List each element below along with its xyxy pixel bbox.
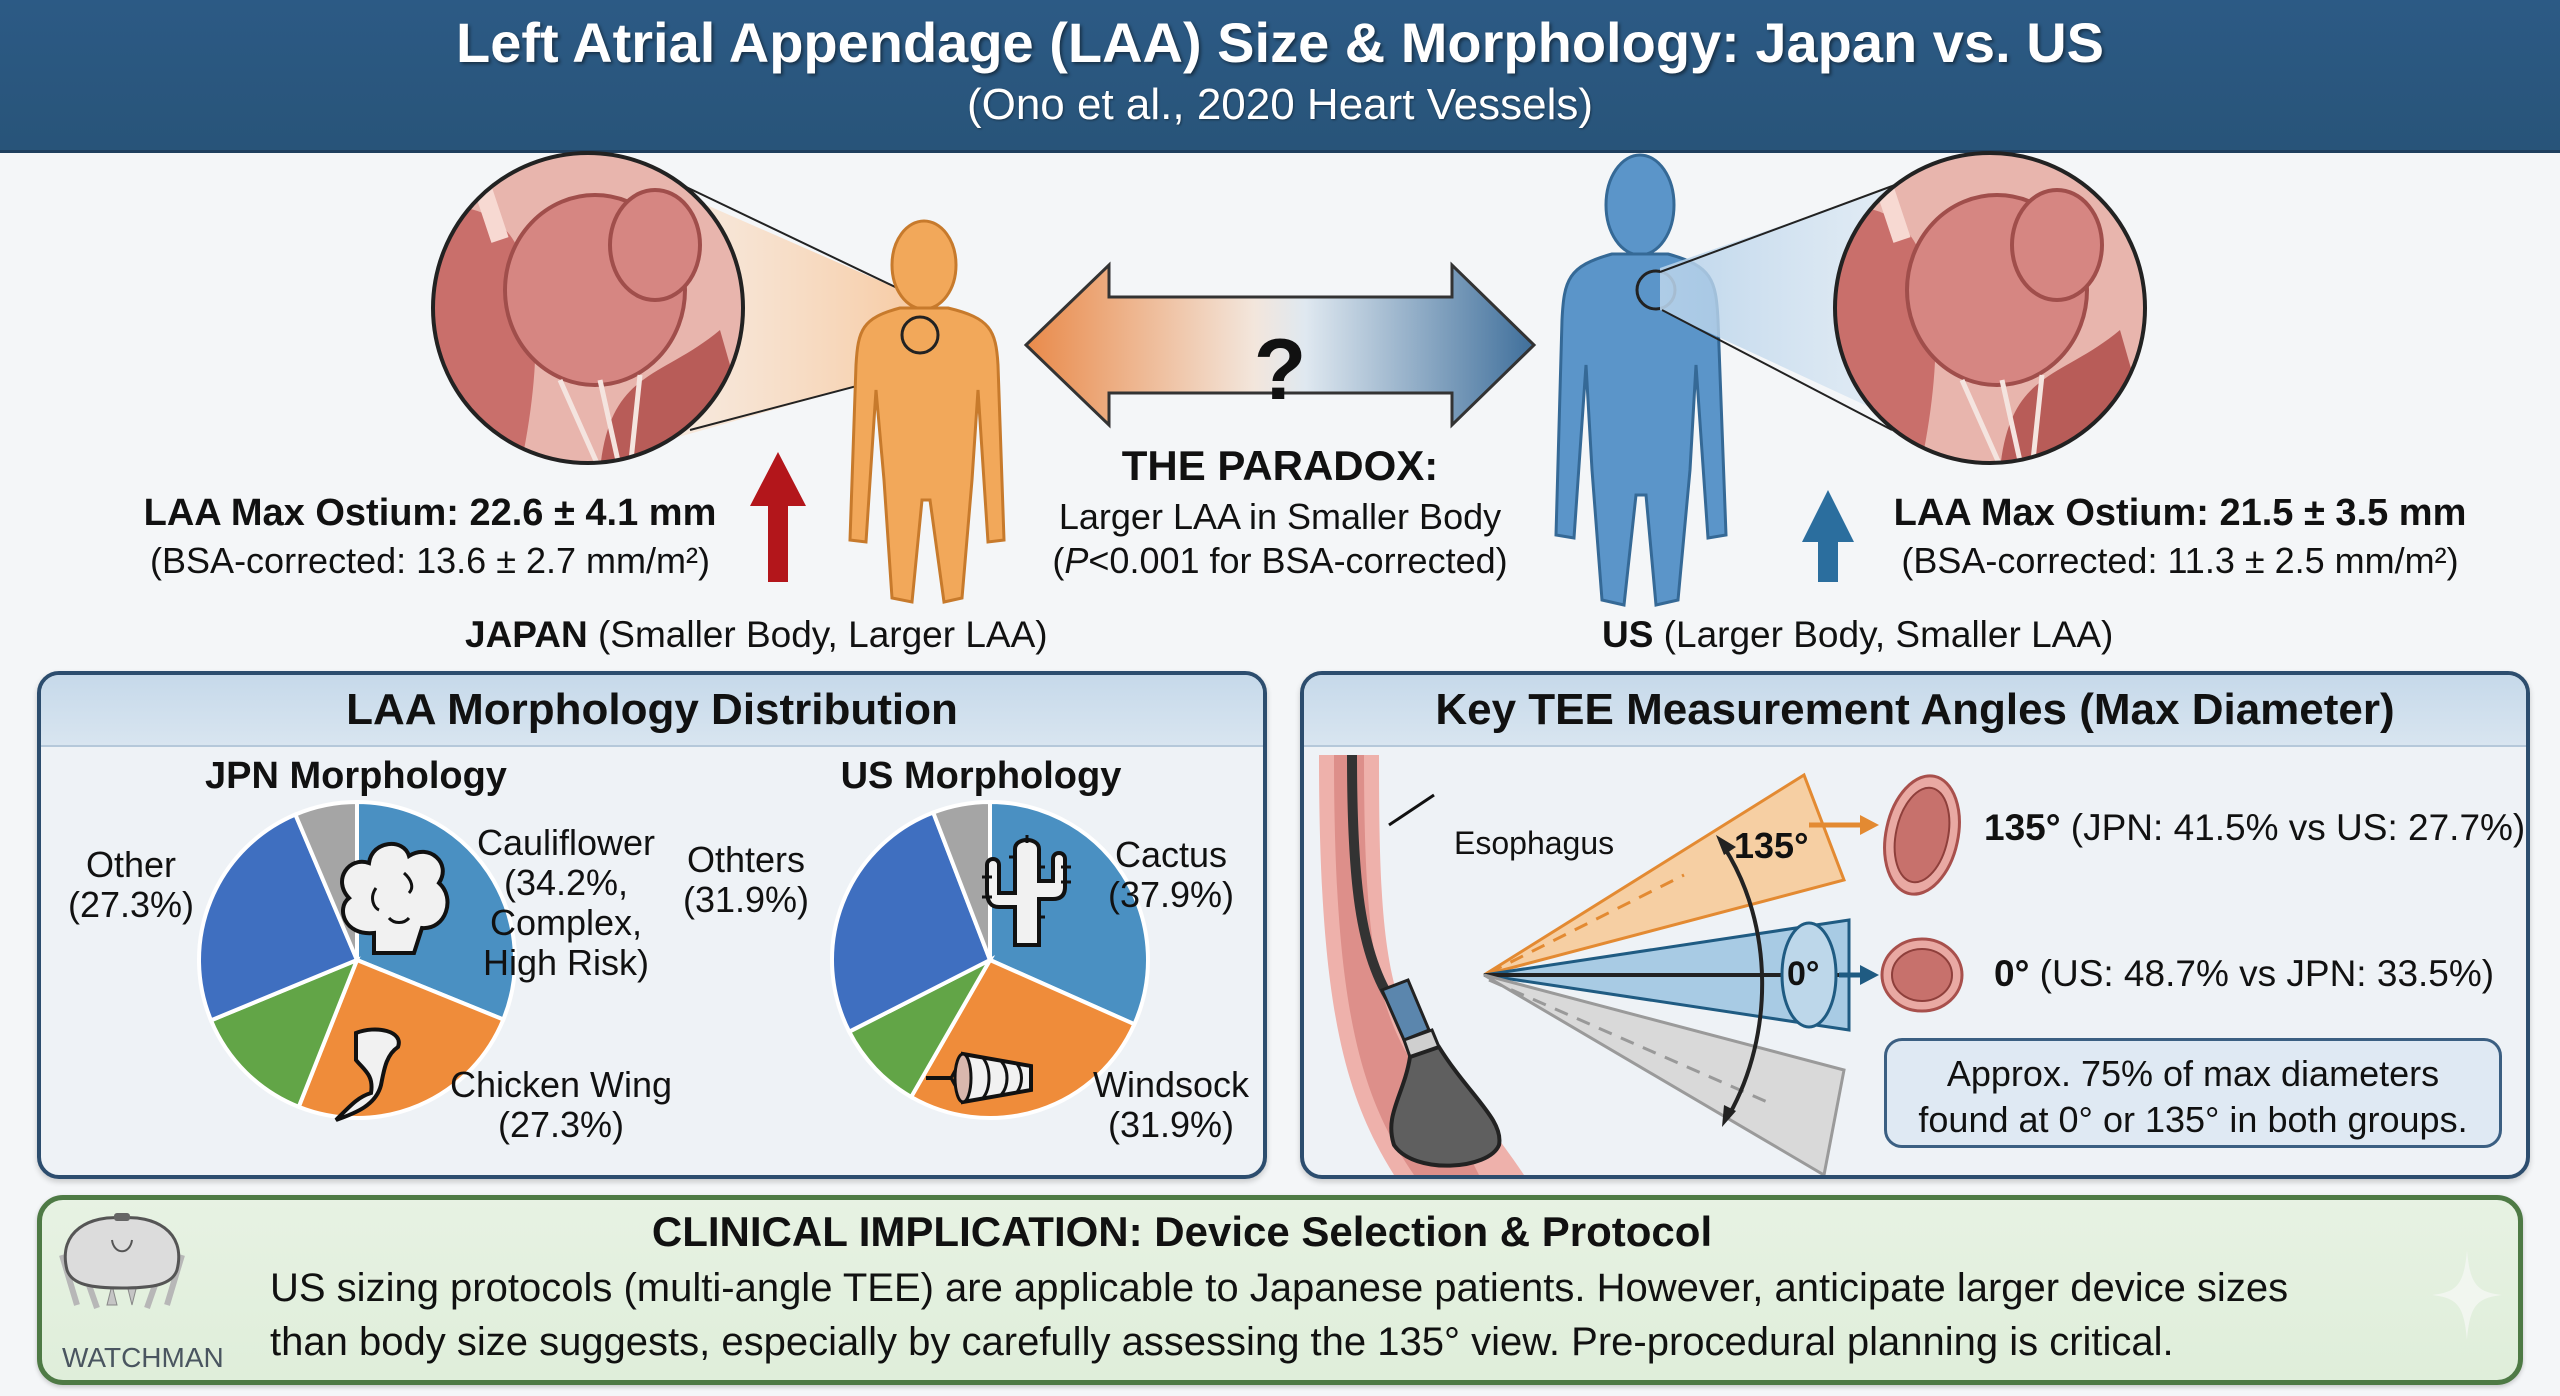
pie-slice-unlabeled-gray- [930,799,992,961]
cauliflower-icon [340,841,450,955]
ostium-oval-135-icon [1883,774,1961,896]
us-magnifier [1659,151,2147,465]
p-symbol: P [1064,540,1089,581]
slice-label: Chicken Wing [449,1064,673,1105]
p-value-text: <0.001 for BSA-corrected) [1088,540,1508,581]
page-title: Left Atrial Appendage (LAA) Size & Morph… [456,11,2104,74]
arrow-135-icon [1809,815,1879,835]
slice-label: Other [85,844,177,885]
pie-slice-chicken-wing [296,957,506,1120]
slice-note: Complex, [489,902,643,943]
us-max-ostium: LAA Max Ostium: 21.5 ± 3.5 mm [1893,492,2467,534]
japan-magnifier [431,151,913,465]
japan-max-ostium: LAA Max Ostium: 22.6 ± 4.1 mm [143,492,717,534]
beam-gray [1483,973,1846,1175]
esophagus-label: Esophagus [1454,825,1615,861]
slice-value: (27.3%) [67,884,195,925]
rotation-arc-icon [1716,835,1765,1127]
clinical-implication-panel: WATCHMAN CLINICAL IMPLICATION: Device Se… [37,1195,2523,1385]
note-line-2: found at 0° or 135° in both groups. [1918,1099,2468,1140]
paradox-title: THE PARADOX: [1121,442,1439,489]
slice-label: Cactus [1114,834,1228,875]
tee-diagram [1319,754,1964,1175]
row-135-stat: 135° (JPN: 41.5% vs US: 27.7%) [1984,807,2525,849]
watchman-device-icon [59,1213,185,1309]
jpn-chicken-wing-label: Chicken Wing (27.3%) [431,1065,691,1145]
ostium-round-0-icon [1880,937,1964,1013]
row-135-text: (JPN: 41.5% vs US: 27.7%) [2060,807,2526,848]
us-caption: US (Larger Body, Smaller LAA) [1602,614,2113,656]
us-bsa-corrected: (BSA-corrected: 11.3 ± 2.5 mm/m²) [1901,540,2459,581]
row-0-text: (US: 48.7% vs JPN: 33.5%) [2029,953,2495,994]
watchman-label: WATCHMAN [62,1342,224,1373]
page-subtitle: (Ono et al., 2020 Heart Vessels) [966,80,1594,129]
pie-slice-unlabeled-gray- [292,799,359,961]
us-cactus-label: Cactus (37.9%) [1086,835,1256,915]
heart-cross-section-icon [433,153,743,463]
japan-caption: JAPAN (Smaller Body, Larger LAA) [465,614,1048,656]
pie-slice-othters [830,809,993,1035]
slice-value: (31.9%) [682,879,810,920]
comparison-section: ? THE PARADOX: Larger LAA in Smaller Bod… [0,150,2560,670]
us-up-arrow-icon [1802,490,1854,582]
question-mark: ? [1253,322,1307,418]
japan-country: JAPAN [465,614,588,655]
slice-label: Windsock [1092,1064,1250,1105]
slice-value: (37.9%) [1107,874,1235,915]
row-0-stat: 0° (US: 48.7% vs JPN: 33.5%) [1994,953,2494,995]
slice-value: (34.2%, [503,862,629,903]
slice-label: Cauliflower [476,822,656,863]
angle-135-label: 135° [1734,825,1809,866]
us-desc: (Larger Body, Smaller LAA) [1653,614,2114,655]
jpn-other-label: Other (27.3%) [61,845,201,925]
slice-label: Othters [686,839,806,880]
paradox-double-arrow [1023,261,1537,429]
slice-value: (31.9%) [1107,1104,1235,1145]
esophagus-leader-line [1388,793,1435,827]
clinical-text-line1: US sizing protocols (multi-angle TEE) ar… [270,1266,2289,1310]
sparkle-icon [2432,1250,2502,1340]
tee-probe-icon [1379,978,1502,1168]
pie-slice-other [197,811,360,1023]
us-windsock-label: Windsock (31.9%) [1081,1065,1261,1145]
heart-cross-section-icon [1835,153,2145,463]
esophagus-icon [1319,754,1524,1175]
japan-desc: (Smaller Body, Larger LAA) [587,614,1048,655]
clinical-text-line2: than body size suggests, especially by c… [270,1320,2174,1364]
morphology-title: LAA Morphology Distribution [41,675,1263,747]
clinical-title: CLINICAL IMPLICATION: Device Selection &… [651,1208,1713,1255]
us-others-label: Othters (31.9%) [666,840,826,920]
cactus-icon [982,835,1071,947]
beam-0 [1483,918,1851,1032]
windsock-icon [926,1051,1033,1105]
tee-title: Key TEE Measurement Angles (Max Diameter… [1304,675,2526,747]
note-box: Approx. 75% of max diameters found at 0°… [1884,1038,2502,1148]
paradox-line2: (P<0.001 for BSA-corrected) [1000,540,1560,582]
morphology-panel: LAA Morphology Distribution JPN Morpholo… [37,671,1267,1179]
angle-0-label: 0° [1787,955,1820,993]
japan-up-arrow-icon [750,452,806,582]
slice-value: (27.3%) [497,1104,625,1145]
header-banner: Left Atrial Appendage (LAA) Size & Morph… [0,0,2560,153]
comparison-illustration [431,151,2147,607]
row-135-degree: 135° [1984,807,2061,848]
us-pie-title: US Morphology [840,755,1122,797]
arrow-0-icon [1839,965,1879,985]
paren: ( [1052,540,1065,581]
tee-panel: Key TEE Measurement Angles (Max Diameter… [1300,671,2530,1179]
paradox-line1: Larger LAA in Smaller Body [1058,496,1502,537]
japan-person-icon [848,219,1006,604]
us-country: US [1602,614,1654,655]
jpn-cauliflower-label: Cauliflower (34.2%, Complex, High Risk) [456,823,676,983]
note-line-1: Approx. 75% of max diameters [1946,1053,2440,1094]
japan-bsa-corrected: (BSA-corrected: 13.6 ± 2.7 mm/m²) [150,540,710,581]
row-0-degree: 0° [1994,953,2030,994]
jpn-pie-title: JPN Morphology [205,755,507,797]
slice-note: High Risk) [482,942,650,983]
chicken-wing-icon [334,1027,401,1122]
pie-slice-unlabeled-green- [208,956,361,1110]
morphology-pies [197,799,1150,1122]
us-person-icon [1554,153,1728,607]
